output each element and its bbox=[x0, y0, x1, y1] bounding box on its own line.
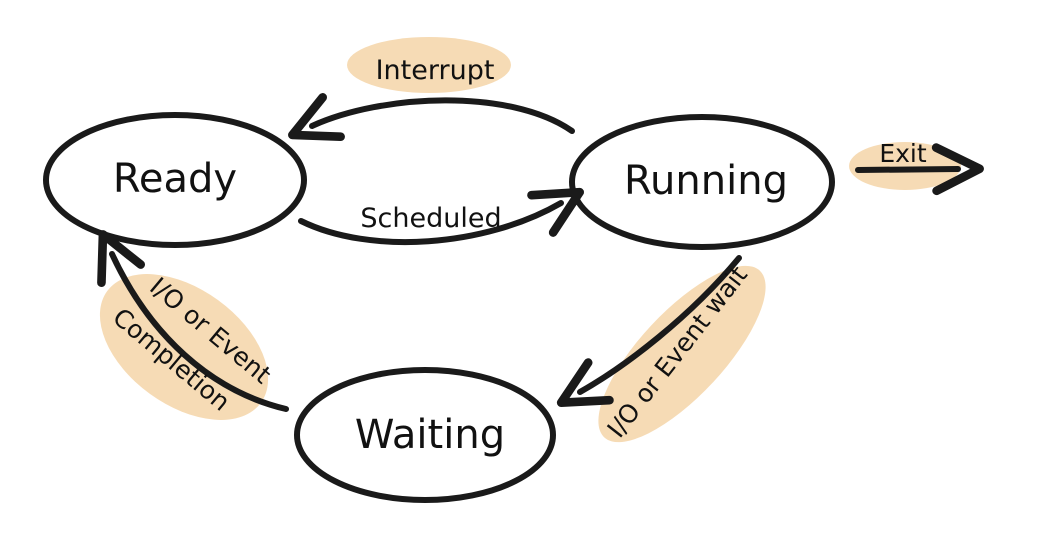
ready-node-outline bbox=[43, 112, 307, 248]
io-wait-arrow bbox=[556, 255, 742, 407]
scheduled-arrow bbox=[298, 187, 585, 246]
running-node-outline bbox=[569, 114, 835, 250]
state-running[interactable]: Running bbox=[569, 114, 835, 250]
waiting-state-label: Waiting bbox=[355, 412, 505, 458]
waiting-node-outline bbox=[294, 367, 556, 503]
io-completion-highlight bbox=[99, 274, 269, 420]
running-state-label: Running bbox=[624, 158, 788, 204]
ready-state-label: Ready bbox=[113, 156, 237, 202]
scheduled-label: Scheduled bbox=[360, 203, 501, 234]
interrupt-highlight bbox=[347, 37, 511, 93]
io-completion-arrow bbox=[97, 230, 289, 412]
io-wait-highlight bbox=[598, 265, 766, 443]
state-waiting[interactable]: Waiting bbox=[294, 367, 556, 503]
interrupt-arrow bbox=[288, 93, 575, 142]
exit-label: Exit bbox=[879, 139, 927, 168]
state-ready[interactable]: Ready bbox=[43, 112, 307, 248]
exit-arrow bbox=[855, 143, 984, 196]
interrupt-label: Interrupt bbox=[376, 55, 495, 86]
